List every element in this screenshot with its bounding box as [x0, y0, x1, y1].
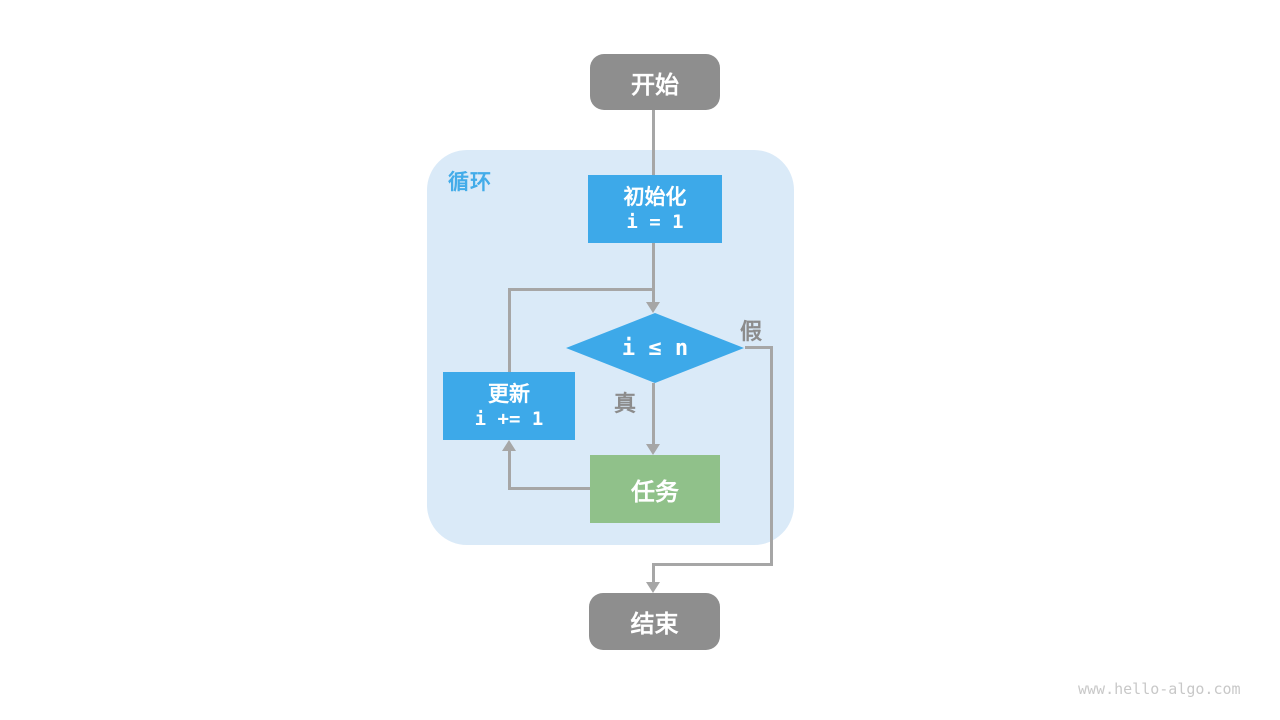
false-branch-label: 假 — [740, 320, 763, 345]
edge-false-branch-h1 — [745, 346, 773, 349]
arrowhead-into-condition — [646, 302, 660, 313]
update-node-title: 更新 — [488, 381, 530, 406]
edge-init-condition — [652, 243, 655, 303]
init-node: 初始化 i = 1 — [588, 175, 722, 243]
edge-false-branch-into-end — [652, 563, 655, 583]
update-node: 更新 i += 1 — [443, 372, 575, 440]
edge-start-init — [652, 110, 655, 175]
arrowhead-into-task — [646, 444, 660, 455]
edge-false-branch-h2 — [653, 563, 773, 566]
condition-code: i ≤ n — [621, 335, 689, 361]
task-node-label: 任务 — [631, 477, 679, 506]
start-node-label: 开始 — [631, 70, 679, 99]
arrowhead-into-update — [502, 440, 516, 451]
end-node: 结束 — [589, 593, 720, 650]
update-node-code: i += 1 — [474, 407, 544, 430]
watermark: www.hello-algo.com — [1078, 680, 1241, 698]
end-node-label: 结束 — [630, 610, 679, 638]
edge-condition-task — [652, 383, 655, 444]
edge-task-update-horizontal — [509, 487, 590, 490]
start-node: 开始 — [590, 54, 720, 110]
edge-update-loopback-vertical — [508, 289, 511, 372]
loop-label: 循环 — [448, 170, 492, 194]
arrowhead-into-end — [646, 582, 660, 593]
edge-false-branch-vertical — [770, 346, 773, 566]
init-node-title: 初始化 — [623, 184, 687, 209]
true-branch-label: 真 — [614, 392, 637, 417]
edge-update-loopback-horizontal — [508, 288, 655, 291]
edge-task-update-vertical — [508, 450, 511, 490]
init-node-code: i = 1 — [626, 210, 684, 233]
task-node: 任务 — [590, 455, 720, 523]
